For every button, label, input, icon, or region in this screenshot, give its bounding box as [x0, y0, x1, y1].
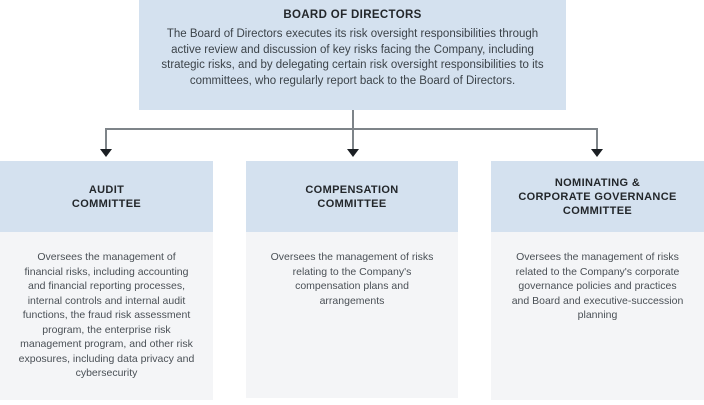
committee-column-nominating: NOMINATING & CORPORATE GOVERNANCE COMMIT… — [491, 161, 704, 400]
board-of-directors-title: BOARD OF DIRECTORS — [283, 9, 422, 21]
arrow-head-nominating — [591, 149, 603, 157]
committee-header-audit: AUDIT COMMITTEE — [0, 161, 213, 232]
committee-body-nominating: Oversees the management of risks related… — [491, 232, 704, 400]
committee-body-compensation: Oversees the management of risks relatin… — [246, 232, 458, 398]
connector-horizontal-bar — [105, 128, 598, 130]
board-of-directors-description: The Board of Directors executes its risk… — [161, 28, 544, 87]
committee-header-nominating: NOMINATING & CORPORATE GOVERNANCE COMMIT… — [491, 161, 704, 232]
committee-body-audit: Oversees the management of financial ris… — [0, 232, 213, 400]
committee-title-audit: AUDIT COMMITTEE — [71, 183, 142, 210]
board-of-directors-box: BOARD OF DIRECTORS The Board of Director… — [139, 0, 566, 110]
committee-description-audit: Oversees the management of financial ris… — [18, 251, 195, 379]
connector-drop-right — [596, 128, 598, 149]
committee-description-nominating: Oversees the management of risks related… — [511, 251, 684, 321]
committee-column-audit: AUDIT COMMITTEE Oversees the management … — [0, 161, 213, 400]
arrow-head-compensation — [347, 149, 359, 157]
committee-header-compensation: COMPENSATION COMMITTEE — [246, 161, 458, 232]
committee-column-compensation: COMPENSATION COMMITTEE Oversees the mana… — [246, 161, 458, 398]
arrow-head-audit — [100, 149, 112, 157]
connector-drop-left — [105, 128, 107, 149]
committee-description-compensation: Oversees the management of risks relatin… — [270, 251, 434, 307]
committee-title-nominating: NOMINATING & CORPORATE GOVERNANCE COMMIT… — [518, 176, 677, 217]
committee-title-compensation: COMPENSATION COMMITTEE — [305, 183, 399, 210]
